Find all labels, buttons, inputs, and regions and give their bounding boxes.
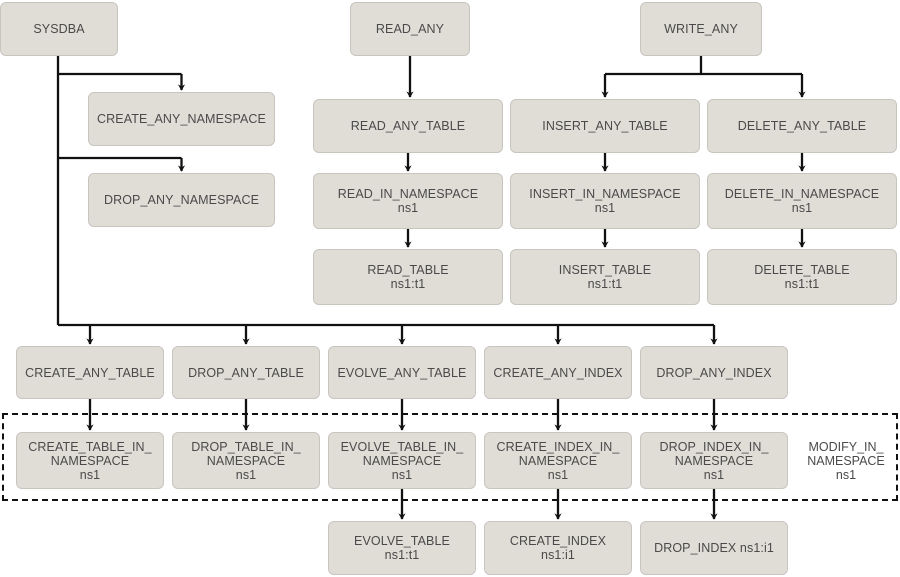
node-label-primary: CREATE_INDEX — [509, 534, 607, 548]
node-label-primary: CREATE_TABLE_IN_ — [28, 439, 152, 454]
node-label-primary: READ_TABLE — [367, 263, 449, 277]
node-label-secondary: NAMESPACE — [518, 453, 598, 468]
node-label-secondary: NAMESPACE — [50, 453, 130, 468]
node-label-primary: CREATE_ANY_TABLE — [25, 365, 155, 380]
node-label-tertiary: ns1 — [703, 467, 725, 482]
node-create-any-table[interactable]: CREATE_ANY_TABLE — [16, 346, 164, 399]
node-label-tertiary: ns1 — [547, 467, 569, 482]
node-label-primary: CREATE_ANY_NAMESPACE — [97, 112, 266, 126]
node-label-primary: DROP_INDEX_IN_ — [659, 439, 769, 454]
node-read-any-table[interactable]: READ_ANY_TABLE — [313, 99, 503, 153]
node-label-primary: READ_ANY — [375, 22, 445, 36]
node-label-secondary: ns1 — [397, 201, 419, 215]
node-label-secondary: ns1:t1 — [587, 277, 623, 291]
node-label-primary: EVOLVE_TABLE_IN_ — [340, 439, 464, 454]
node-label-primary: EVOLVE_TABLE — [354, 534, 450, 548]
node-label-tertiary: ns1 — [79, 467, 101, 482]
node-label-primary: DROP_ANY_TABLE — [188, 365, 304, 380]
node-label-primary: DELETE_IN_NAMESPACE — [724, 187, 880, 201]
node-label-primary: DELETE_ANY_TABLE — [737, 119, 867, 133]
node-drop-any-namespace[interactable]: DROP_ANY_NAMESPACE — [88, 173, 275, 227]
node-label-secondary: ns1:i1 — [541, 548, 575, 562]
modify-in-namespace-label: MODIFY_IN_ NAMESPACE ns1 — [798, 440, 894, 482]
node-label-primary: READ_ANY_TABLE — [350, 119, 466, 133]
group-label-line1: MODIFY_IN_ — [808, 440, 884, 454]
node-label-secondary: NAMESPACE — [674, 453, 754, 468]
node-create-any-index[interactable]: CREATE_ANY_INDEX — [484, 346, 632, 399]
node-label-primary: DROP_ANY_NAMESPACE — [103, 193, 260, 207]
node-label-primary: SYSDBA — [33, 22, 85, 36]
group-label-line3: ns1 — [835, 468, 857, 482]
node-drop-any-index[interactable]: DROP_ANY_INDEX — [640, 346, 788, 399]
node-label-primary: DELETE_TABLE — [754, 263, 850, 277]
group-label-line2: NAMESPACE — [807, 454, 885, 468]
node-label-secondary: NAMESPACE — [362, 453, 442, 468]
modify-in-namespace-group-box — [2, 413, 898, 501]
node-insert-any-table[interactable]: INSERT_ANY_TABLE — [510, 99, 700, 153]
node-label-tertiary: ns1 — [391, 467, 413, 482]
node-label-primary: DROP_INDEX ns1:i1 — [654, 541, 774, 555]
node-delete-any-table[interactable]: DELETE_ANY_TABLE — [707, 99, 897, 153]
node-label-primary: INSERT_ANY_TABLE — [542, 119, 668, 133]
node-label-secondary: ns1 — [791, 201, 813, 215]
node-label-primary: CREATE_INDEX_IN_ — [496, 439, 620, 454]
node-drop-any-table[interactable]: DROP_ANY_TABLE — [172, 346, 320, 399]
node-label-tertiary: ns1 — [235, 467, 257, 482]
node-sysdba[interactable]: SYSDBA — [0, 2, 118, 56]
node-drop-index[interactable]: DROP_INDEX ns1:i1 — [640, 521, 788, 575]
node-label-primary: EVOLVE_ANY_TABLE — [337, 365, 467, 380]
node-label-secondary: NAMESPACE — [206, 453, 286, 468]
node-label-secondary: ns1:t1 — [390, 277, 426, 291]
node-label-secondary: ns1:t1 — [784, 277, 820, 291]
node-create-any-namespace[interactable]: CREATE_ANY_NAMESPACE — [88, 92, 275, 146]
node-label-primary: DROP_ANY_INDEX — [656, 365, 772, 380]
node-label-primary: READ_IN_NAMESPACE — [337, 187, 479, 201]
node-label-secondary: ns1:t1 — [384, 548, 420, 562]
node-label-primary: INSERT_TABLE — [558, 263, 652, 277]
node-label-secondary: ns1 — [594, 201, 616, 215]
node-label-primary: INSERT_IN_NAMESPACE — [529, 187, 681, 201]
node-read-any[interactable]: READ_ANY — [350, 2, 470, 56]
node-evolve-any-table[interactable]: EVOLVE_ANY_TABLE — [328, 346, 476, 399]
node-label-primary: WRITE_ANY — [664, 22, 738, 36]
node-label-primary: DROP_TABLE_IN_ — [191, 439, 301, 454]
node-write-any[interactable]: WRITE_ANY — [640, 2, 762, 56]
node-label-primary: CREATE_ANY_INDEX — [493, 365, 623, 380]
